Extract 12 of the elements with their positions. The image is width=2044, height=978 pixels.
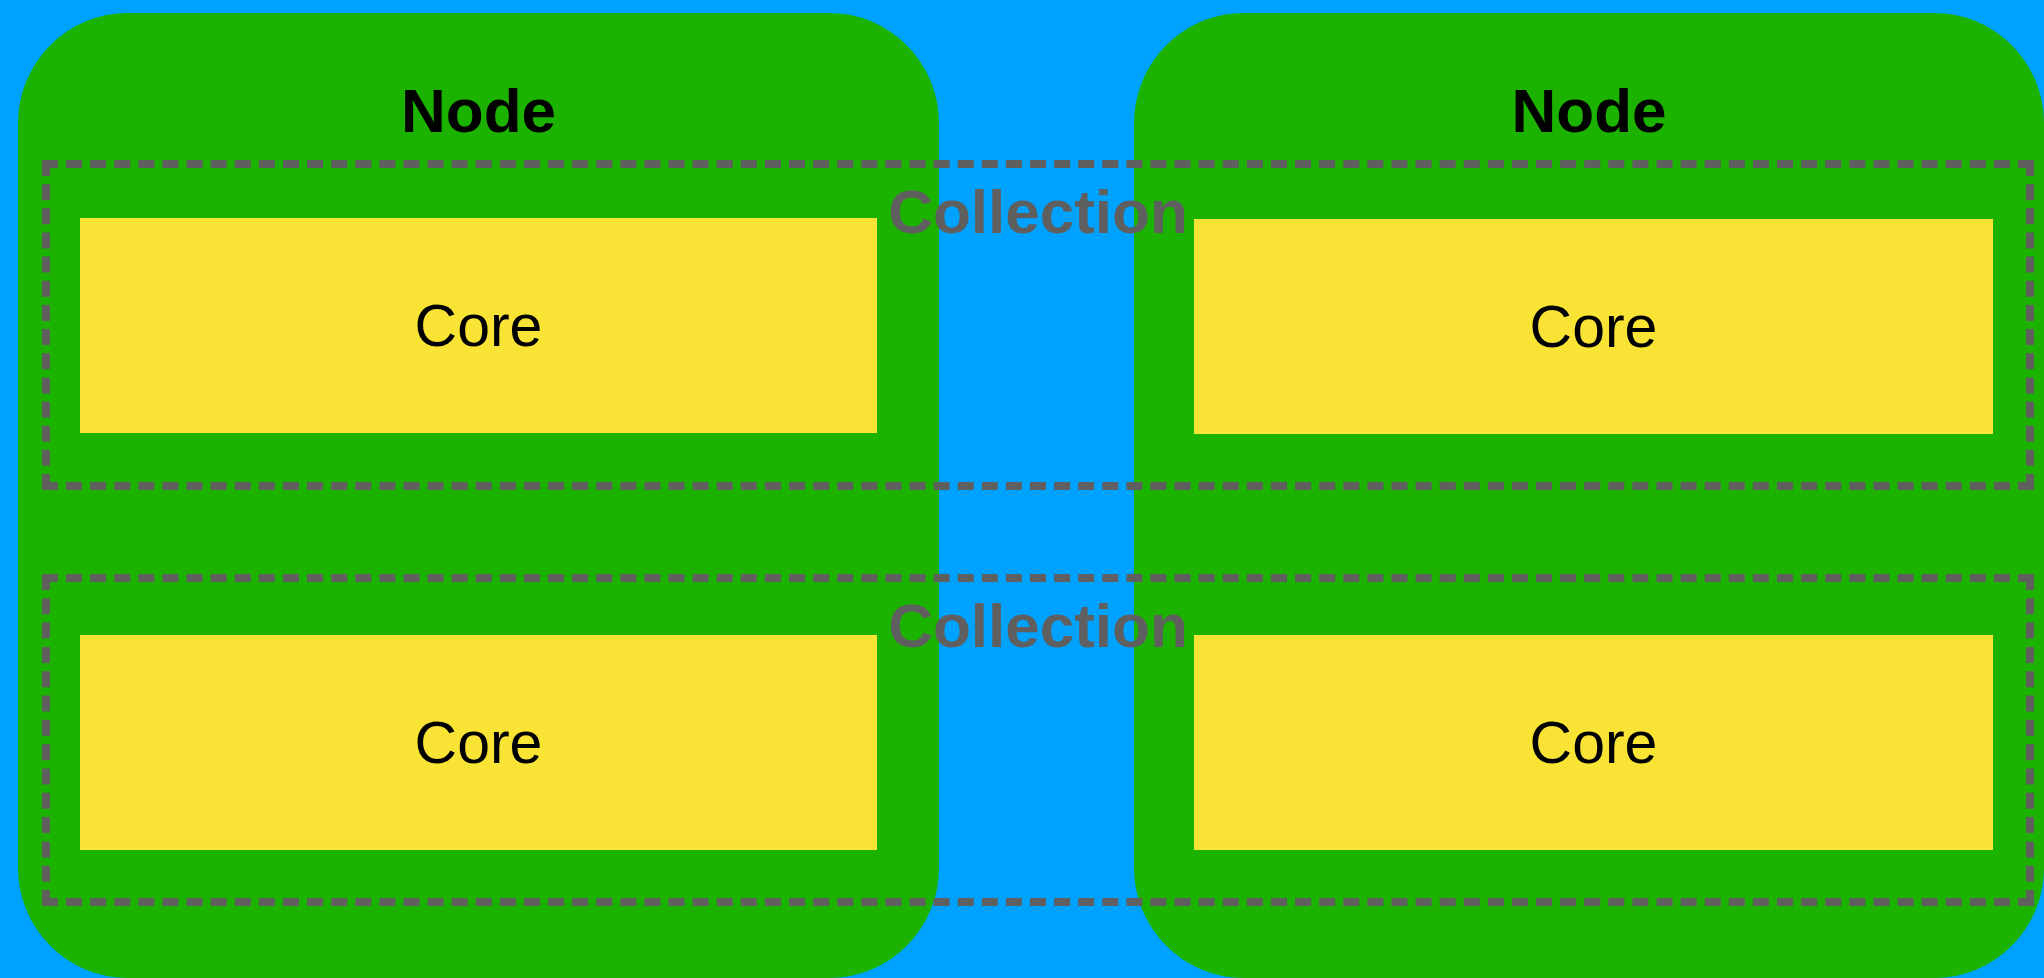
node-title: Node	[401, 75, 556, 146]
core-label: Core	[414, 291, 543, 360]
core-box	[80, 218, 877, 433]
node-title: Node	[1511, 75, 1667, 146]
core-box	[1194, 219, 1993, 434]
collection-frame	[42, 160, 2034, 490]
core-box	[1194, 635, 1993, 850]
collection-frame	[42, 574, 2034, 906]
core-label: Core	[1529, 292, 1658, 361]
core-label: Core	[414, 708, 543, 777]
core-box	[80, 635, 877, 850]
core-label: Core	[1529, 708, 1658, 777]
